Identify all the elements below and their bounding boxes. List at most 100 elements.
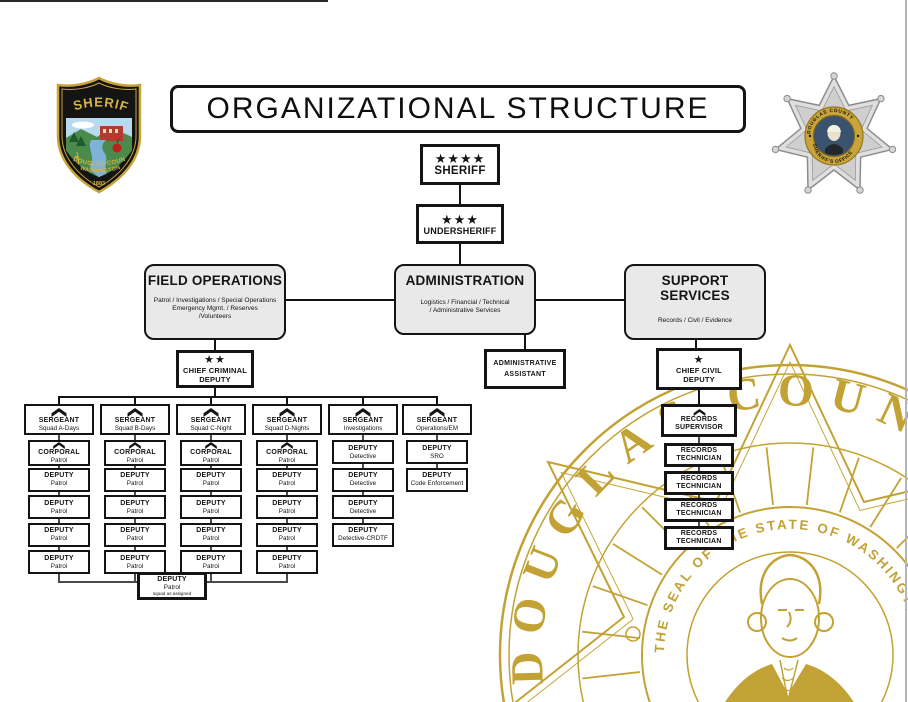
member-rank: DEPUTY (348, 472, 378, 479)
corporal-chevrons-icon (53, 442, 65, 449)
sergeant-rank: SERGEANT (342, 416, 384, 424)
records-technician-line1: RECORDS (680, 447, 718, 454)
member-detail: SRO (430, 452, 444, 460)
member-rank: DEPUTY (120, 499, 150, 507)
seal-ray (612, 543, 663, 576)
svg-text:WASHINGTON: WASHINGTON (79, 165, 121, 175)
division-subtitle-line: Emergency Mgmt. / Reserves (172, 305, 258, 312)
chief-civil-line1: CHIEF CIVIL (676, 365, 722, 375)
sheriff-star-badge-logo: DOUGLAS COUNTY SHERIFF'S OFFICE (771, 72, 897, 194)
connector (459, 185, 461, 204)
member-rank: DEPUTY (44, 499, 74, 507)
seal-ray (869, 477, 902, 528)
division-subtitle-line: Logistics / Financial / Technical (420, 299, 510, 306)
member-rank: DEPUTY (348, 527, 378, 534)
connector (536, 299, 624, 301)
connector (134, 574, 136, 582)
washington-portrait (725, 553, 854, 702)
division-subtitle-line: / Administrative Services (429, 307, 501, 314)
connector (286, 396, 288, 405)
records-technician-line2: TECHNICIAN (676, 455, 722, 462)
member-rank: DEPUTY (272, 499, 302, 507)
connector (58, 396, 60, 405)
member-rank: DEPUTY (422, 444, 452, 452)
sergeant-rank: SERGEANT (114, 416, 156, 424)
member-detail: Patrol (50, 480, 68, 487)
records-technician-line1: RECORDS (680, 529, 718, 537)
member-rank: DEPUTY (272, 554, 302, 562)
sergeant-chevrons-icon (429, 407, 445, 417)
member-detail: Patrol (202, 507, 220, 515)
connector (436, 396, 438, 405)
division-field-operations: FIELD OPERATIONS Patrol / Investigations… (144, 264, 286, 340)
member-rank: DEPUTY (196, 499, 226, 507)
sergeant-chevrons-icon (51, 407, 67, 417)
member-detail: Patrol (278, 480, 296, 487)
administrative-assistant-box: ADMINISTRATIVE ASSISTANT (484, 349, 566, 389)
connector (286, 574, 288, 582)
member-detail: Detective (349, 480, 377, 487)
sheriff-box: ★★★★ SHERIFF (420, 144, 500, 185)
member-rank: DEPUTY (272, 472, 302, 479)
member-detail: Patrol (278, 562, 296, 570)
member-rank: DEPUTY (422, 472, 452, 479)
member-detail: Patrol (202, 562, 220, 570)
member-detail: Patrol (278, 507, 296, 515)
member-rank: DEPUTY (44, 554, 74, 562)
sergeant-detail: Squad C-Night (190, 424, 232, 432)
member-detail: Patrol (278, 535, 296, 542)
member-detail: Detective (349, 452, 377, 460)
corporal-chevrons-icon (281, 442, 293, 449)
records-technician-line1: RECORDS (680, 474, 718, 482)
shared-deputy-rank: DEPUTY (157, 576, 187, 583)
sergeant-chevrons-icon (355, 407, 371, 417)
member-detail: Patrol (126, 457, 144, 464)
sheriff-title: SHERIFF (434, 165, 486, 177)
chief-criminal-line1: CHIEF CRIMINAL (182, 365, 248, 375)
division-title: SUPPORT SERVICES (660, 273, 730, 303)
shared-deputy-box: DEPUTY Patrol squad as assigned (137, 572, 207, 600)
chief-civil-line2: DEPUTY (683, 374, 715, 384)
division-title: FIELD OPERATIONS (147, 273, 283, 288)
connector (459, 244, 461, 264)
seal-ray (765, 447, 774, 506)
division-support-services: SUPPORT SERVICES Records / Civil / Evide… (624, 264, 766, 340)
sergeant-detail: Investigations (343, 424, 383, 432)
sergeant-detail: Squad A-Days (38, 424, 80, 432)
member-detail: Patrol (202, 480, 220, 487)
seal-ray (805, 447, 815, 506)
records-technician-line2: TECHNICIAN (676, 482, 722, 490)
member-rank: DEPUTY (348, 499, 378, 507)
member-rank: DEPUTY (196, 554, 226, 562)
member-detail: Patrol (50, 562, 68, 570)
connector (58, 574, 60, 582)
member-detail: Patrol (50, 457, 68, 464)
chevron-icon (693, 409, 705, 416)
records-technician-line2: TECHNICIAN (676, 510, 722, 517)
